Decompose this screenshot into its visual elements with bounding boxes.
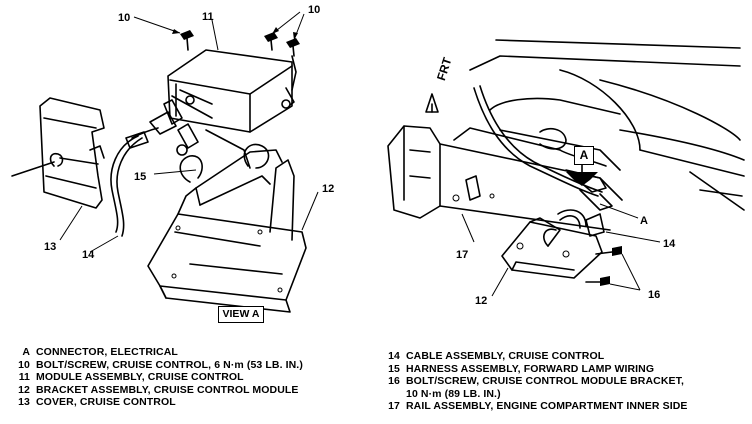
bracket-assembly-left [147, 143, 307, 313]
callout-14-right: 14 [663, 238, 676, 250]
legend-text: RAIL ASSEMBLY, ENGINE COMPARTMENT INNER … [406, 400, 688, 413]
legend-item: 15 HARNESS ASSEMBLY, FORWARD LAMP WIRING [378, 363, 688, 376]
view-a-marker: A [574, 146, 594, 165]
legend-key: 14 [388, 350, 400, 362]
legend-key: 10 [18, 358, 30, 371]
legend-key [378, 388, 400, 401]
module-assembly [131, 49, 295, 169]
callout-a: A [640, 215, 648, 227]
legend-item: A CONNECTOR, ELECTRICAL [8, 346, 303, 359]
legend-key: A [22, 346, 30, 358]
view-a-label: VIEW A [218, 306, 264, 323]
legend-key: 13 [18, 396, 30, 409]
legend-left: A CONNECTOR, ELECTRICAL 10 BOLT/SCREW, CRU… [8, 346, 303, 409]
callout-12-left: 12 [322, 183, 334, 195]
callout-10-right: 10 [308, 4, 320, 16]
legend-text: CONNECTOR, ELECTRICAL [36, 346, 178, 358]
callout-13: 13 [44, 241, 56, 253]
legend-item: 13 COVER, CRUISE CONTROL [8, 396, 303, 409]
connector-arrow [566, 163, 598, 186]
legend-text: BOLT/SCREW, CRUISE CONTROL MODULE BRACKE… [406, 375, 684, 388]
legend-text: HARNESS ASSEMBLY, FORWARD LAMP WIRING [406, 362, 655, 375]
legend-item: 14 CABLE ASSEMBLY, CRUISE CONTROL [378, 350, 688, 363]
leader-lines-right [425, 93, 661, 297]
module-bracket-right [501, 209, 605, 279]
legend-text: CABLE ASSEMBLY, CRUISE CONTROL [406, 350, 605, 362]
callout-15: 15 [134, 171, 146, 183]
callout-17: 17 [456, 249, 468, 261]
legend-item: 16 BOLT/SCREW, CRUISE CONTROL MODULE BRAC… [378, 375, 688, 388]
bracket-bolts-right [585, 246, 622, 286]
bolt-screw-group [180, 30, 300, 91]
legend-key: 11 [18, 371, 30, 384]
callout-10-left: 10 [118, 12, 130, 24]
legend-text: 10 N·m (89 LB. IN.) [406, 387, 501, 400]
legend-right: 14 CABLE ASSEMBLY, CRUISE CONTROL 15 HARNE… [378, 350, 688, 413]
cruise-cable-assembly-left [110, 131, 149, 237]
legend-item: 10 N·m (89 LB. IN.) [378, 388, 688, 401]
callout-12-right: 12 [475, 295, 487, 307]
callout-11: 11 [202, 11, 214, 23]
legend-item: 11 MODULE ASSEMBLY, CRUISE CONTROL [8, 371, 303, 384]
legend-key: 15 [388, 362, 400, 375]
callout-16: 16 [648, 289, 660, 301]
legend-key: 16 [388, 375, 400, 388]
legend-key: 17 [388, 400, 400, 413]
leader-lines-left [59, 11, 319, 253]
legend-key: 12 [18, 383, 30, 396]
legend-item: 10 BOLT/SCREW, CRUISE CONTROL, 6 N·m (53 … [8, 359, 303, 372]
legend-text: COVER, CRUISE CONTROL [36, 396, 176, 409]
cruise-control-cover [11, 97, 105, 209]
callout-14-left: 14 [82, 249, 95, 261]
legend-item: 17 RAIL ASSEMBLY, ENGINE COMPARTMENT INNE… [378, 400, 688, 413]
legend-text: BOLT/SCREW, CRUISE CONTROL, 6 N·m (53 LB… [36, 358, 303, 371]
legend-text: MODULE ASSEMBLY, CRUISE CONTROL [36, 371, 244, 384]
legend-item: 12 BRACKET ASSEMBLY, CRUISE CONTROL MODUL… [8, 384, 303, 397]
engine-compartment-structure [387, 39, 745, 231]
legend-text: BRACKET ASSEMBLY, CRUISE CONTROL MODULE [36, 383, 299, 396]
